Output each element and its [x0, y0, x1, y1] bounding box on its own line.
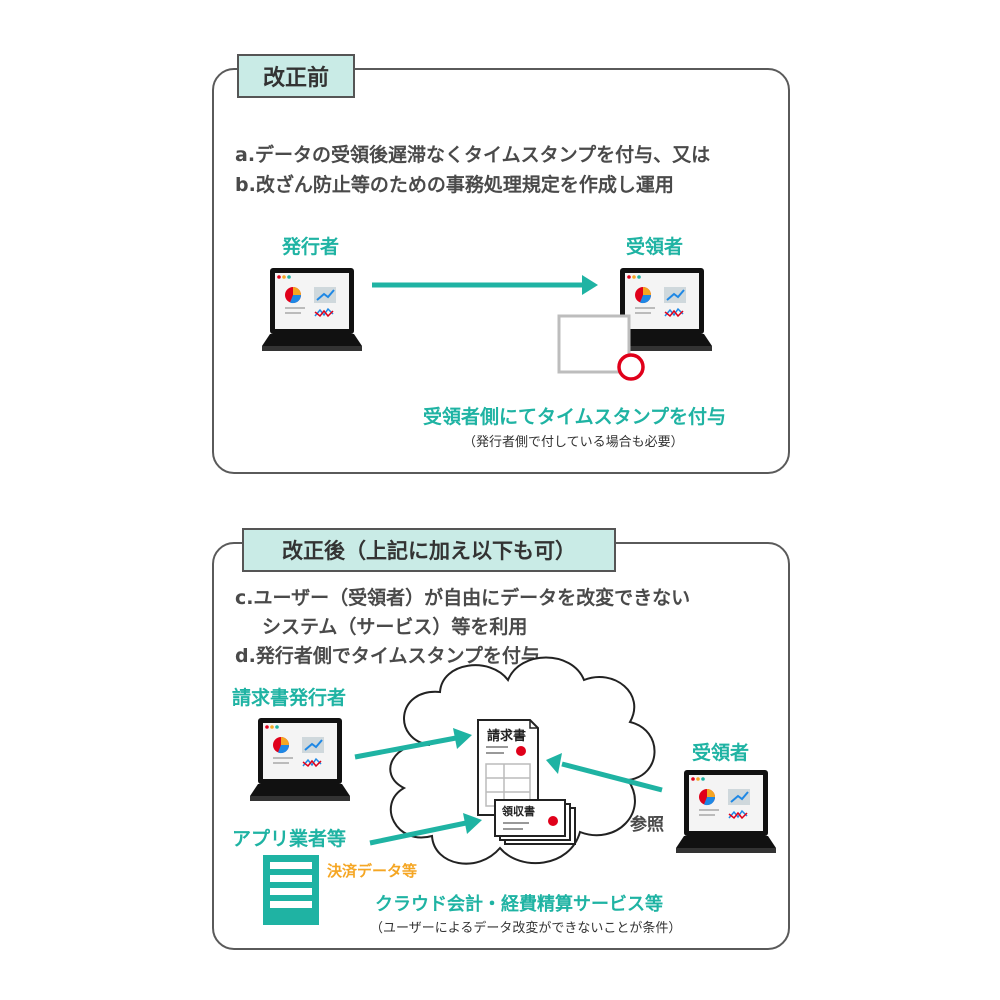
payment-data-label: 決済データ等 — [327, 862, 418, 880]
stamp-note: （発行者側で付している場合も必要） — [463, 435, 684, 450]
app-vendor-to-receipt-arrow — [369, 813, 482, 846]
receiver-reference-arrow — [546, 753, 663, 793]
reference-label: 参照 — [630, 815, 664, 835]
server-icon — [263, 855, 319, 925]
invoice-doc-label: 請求書 — [487, 728, 526, 744]
issuer-to-receiver-arrow — [372, 275, 598, 295]
rule-a: a.データの受領後遅滞なくタイムスタンプを付与、又は — [235, 144, 711, 166]
stamp-caption: 受領者側にてタイムスタンプを付与 — [423, 406, 727, 428]
received-document-icon — [557, 314, 631, 374]
rule-b: b.改ざん防止等のための事務処理規定を作成し運用 — [235, 174, 674, 196]
service-label: クラウド会計・経費精算サービス等 — [375, 894, 663, 915]
timestamp-seal-icon — [617, 353, 645, 381]
receiver-label-after: 受領者 — [692, 742, 750, 764]
receiver-label-before: 受領者 — [626, 236, 684, 258]
rule-c-line2: システム（サービス）等を利用 — [262, 616, 528, 638]
receiver-laptop-icon-after — [675, 769, 777, 854]
rule-d: d.発行者側でタイムスタンプを付与 — [235, 645, 540, 667]
issuer-laptop-icon — [261, 267, 363, 352]
rule-c-line1: c.ユーザー（受領者）が自由にデータを改変できない — [235, 587, 691, 609]
app-vendor-label: アプリ業者等 — [232, 828, 347, 850]
after-title-tab: 改正後（上記に加え以下も可） — [242, 528, 616, 572]
invoice-issuer-laptop-icon — [249, 717, 351, 802]
before-title-tab: 改正前 — [237, 54, 355, 98]
issuer-to-invoice-arrow — [354, 728, 472, 760]
receipt-doc-label: 領収書 — [501, 804, 535, 818]
invoice-issuer-label: 請求書発行者 — [232, 687, 347, 709]
issuer-label: 発行者 — [282, 236, 340, 258]
receipt-document-icon — [494, 799, 576, 845]
service-note: （ユーザーによるデータ改変ができないことが条件） — [370, 921, 682, 936]
